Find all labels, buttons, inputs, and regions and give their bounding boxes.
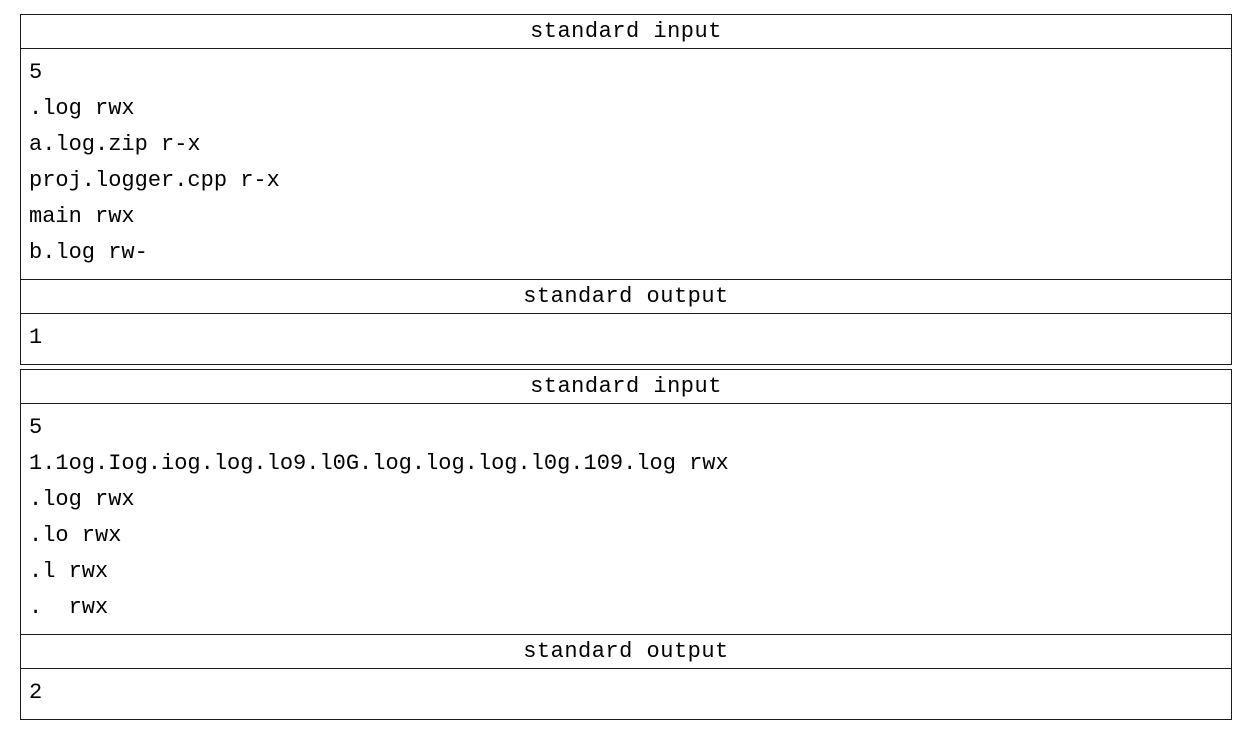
example-test-1: standard input 5 .log rwx a.log.zip r-x … [20,14,1232,365]
example-2-standard-input-header: standard input [21,370,1231,404]
example-2-output-text: 2 [29,680,43,705]
standard-input-label: standard input [530,19,722,44]
example-tests-section: standard input 5 .log rwx a.log.zip r-x … [20,14,1232,720]
standard-output-label: standard output [523,284,729,309]
example-1-input-text: 5 .log rwx a.log.zip r-x proj.logger.cpp… [21,49,1231,280]
standard-output-label: standard output [523,639,729,664]
example-2-input-text: 5 1.1og.Iog.iog.log.lo9.l0G.log.log.log.… [21,404,1231,635]
example-1-output-text: 1 [29,325,43,350]
example-1-standard-input-header: standard input [21,15,1231,49]
example-2-standard-output-header: standard output [21,635,1231,669]
example-test-2: standard input 5 1.1og.Iog.iog.log.lo9.l… [20,369,1232,720]
example-1-standard-output-header: standard output [21,280,1231,314]
standard-input-label: standard input [530,374,722,399]
